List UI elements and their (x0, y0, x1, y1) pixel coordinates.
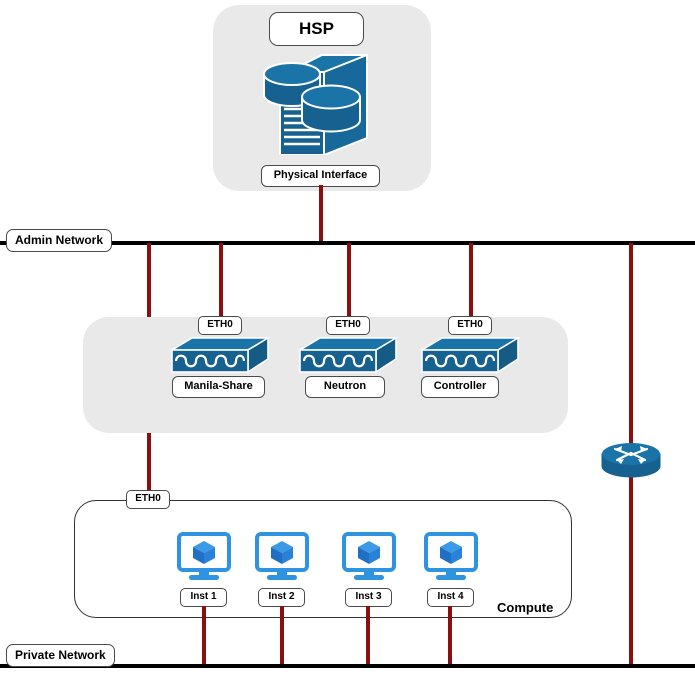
link-admin-to-neutron (347, 243, 351, 321)
neutron-node-label: Neutron (305, 376, 385, 398)
link-hsp-to-admin (319, 185, 323, 243)
switch-icon (169, 336, 271, 376)
compute-label: Compute (497, 600, 554, 615)
manila-share-node-label: Manila-Share (172, 376, 265, 398)
instance-4-label: Inst 4 (427, 588, 474, 607)
admin-network-label: Admin Network (6, 229, 113, 252)
compute-box (74, 500, 572, 618)
link-inst2-to-private (280, 606, 284, 667)
instance-monitor-icon (255, 532, 309, 582)
instance-monitor-icon (177, 532, 231, 582)
physical-interface-label: Physical Interface (261, 165, 380, 187)
instance-monitor-icon (424, 532, 478, 582)
link-inst4-to-private (448, 606, 452, 667)
compute-eth0-label: ETH0 (126, 490, 170, 509)
switch-icon (419, 336, 521, 376)
controller-eth0-label: ETH0 (448, 316, 492, 335)
router-icon (601, 442, 661, 478)
private-network-line (0, 664, 695, 668)
link-admin-to-controller (469, 243, 473, 321)
server-storage-icon (262, 50, 372, 157)
instance-monitor-icon (342, 532, 396, 582)
controller-node-label: Controller (421, 376, 499, 398)
link-inst3-to-private (366, 606, 370, 667)
instance-2-label: Inst 2 (258, 588, 305, 607)
services-panel (83, 317, 568, 433)
link-admin-to-manila-share (219, 243, 223, 321)
instance-1-label: Inst 1 (180, 588, 227, 607)
switch-icon (297, 336, 399, 376)
hsp-title-label: HSP (269, 12, 364, 46)
private-network-label: Private Network (6, 644, 115, 667)
manila-share-eth0-label: ETH0 (198, 316, 242, 335)
link-inst1-to-private (202, 606, 206, 667)
neutron-eth0-label: ETH0 (326, 316, 370, 335)
instance-3-label: Inst 3 (345, 588, 392, 607)
